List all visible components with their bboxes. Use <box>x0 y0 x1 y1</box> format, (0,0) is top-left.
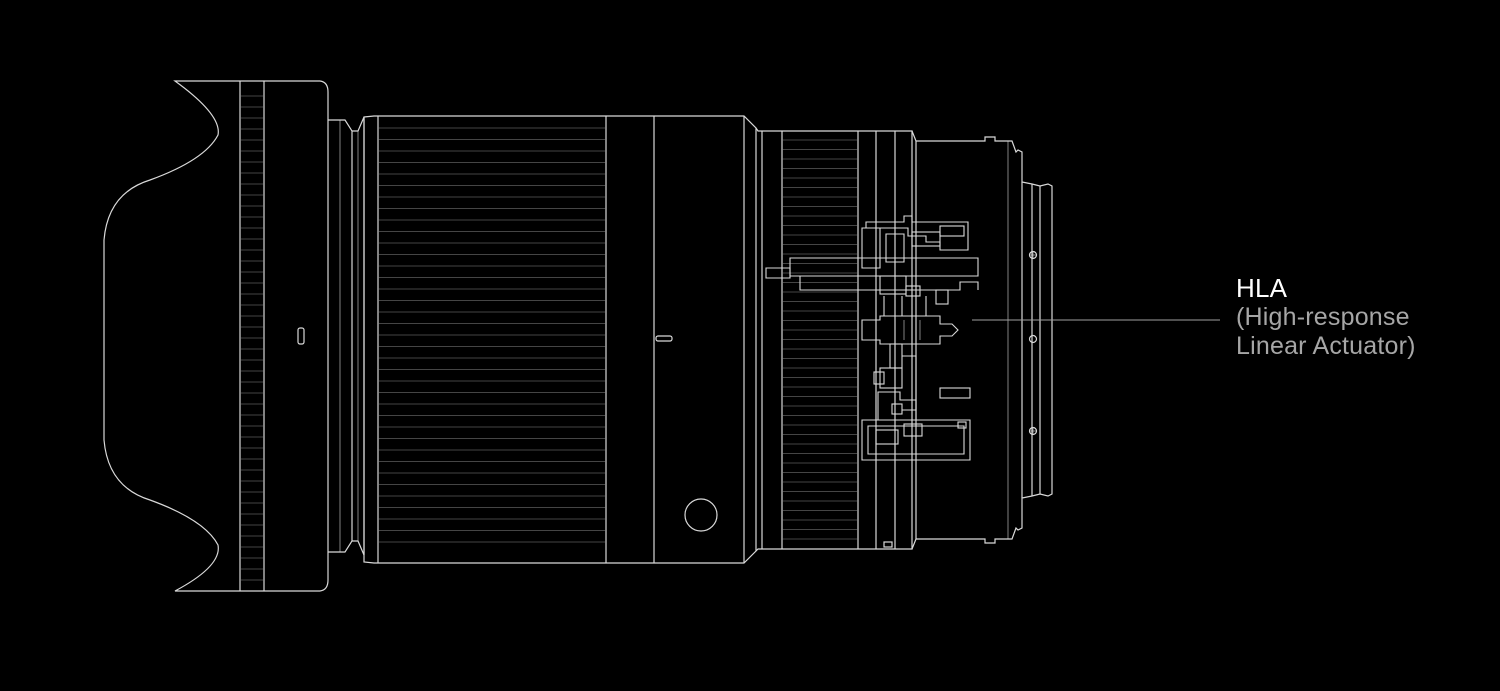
lens-mount <box>911 130 1053 550</box>
hood-mount-step <box>328 116 365 556</box>
focus-ring <box>755 127 913 552</box>
zoom-ring-grip-lines <box>378 127 606 543</box>
callout-title: HLA <box>1236 273 1288 303</box>
lens-barrel <box>363 115 757 564</box>
hood-grip-lines <box>240 95 264 581</box>
switch-button <box>684 498 718 532</box>
hla-actuator <box>765 215 979 461</box>
callout-subtitle-line-1: (High-response <box>1236 303 1410 331</box>
callout-subtitle-line-2: Linear Actuator) <box>1236 332 1416 360</box>
focus-ring-grip-lines <box>782 139 858 540</box>
lens-hood <box>103 80 329 592</box>
hla-callout: HLA (High-response Linear Actuator) <box>1236 274 1416 361</box>
